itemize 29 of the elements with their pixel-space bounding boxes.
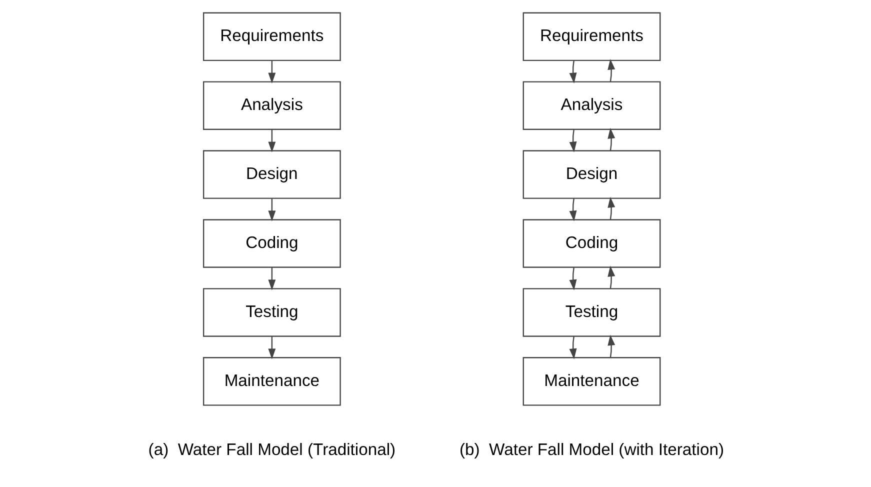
arrow bbox=[268, 268, 276, 290]
label: (b) Water Fall Model (with Iteration) bbox=[458, 440, 724, 459]
arrow bbox=[607, 58, 615, 82]
node-box: Testing bbox=[522, 288, 660, 337]
arrow bbox=[568, 60, 576, 84]
node-box: Maintenance bbox=[522, 357, 660, 406]
node-box: Coding bbox=[202, 219, 340, 268]
node-box: Maintenance bbox=[202, 357, 340, 406]
node-box: Analysis bbox=[202, 81, 340, 130]
arrow bbox=[607, 334, 615, 358]
node-box: Requirements bbox=[202, 12, 340, 61]
node-box: Analysis bbox=[522, 81, 660, 130]
node-box: Design bbox=[522, 150, 660, 199]
arrow bbox=[607, 196, 615, 220]
arrow bbox=[607, 266, 615, 289]
label: (a) Water Fall Model (Traditional) bbox=[148, 440, 396, 459]
arrow bbox=[268, 130, 276, 152]
arrow bbox=[568, 198, 576, 222]
arrow bbox=[268, 60, 276, 84]
arrow bbox=[268, 198, 276, 222]
node-box: Testing bbox=[202, 288, 340, 337]
arrow bbox=[568, 336, 576, 360]
arrow bbox=[568, 268, 576, 290]
node-box: Coding bbox=[522, 219, 660, 268]
node-box: Requirements bbox=[522, 12, 660, 61]
arrow bbox=[607, 128, 615, 151]
arrow bbox=[268, 336, 276, 360]
arrow bbox=[568, 130, 576, 152]
node-box: Design bbox=[202, 150, 340, 199]
